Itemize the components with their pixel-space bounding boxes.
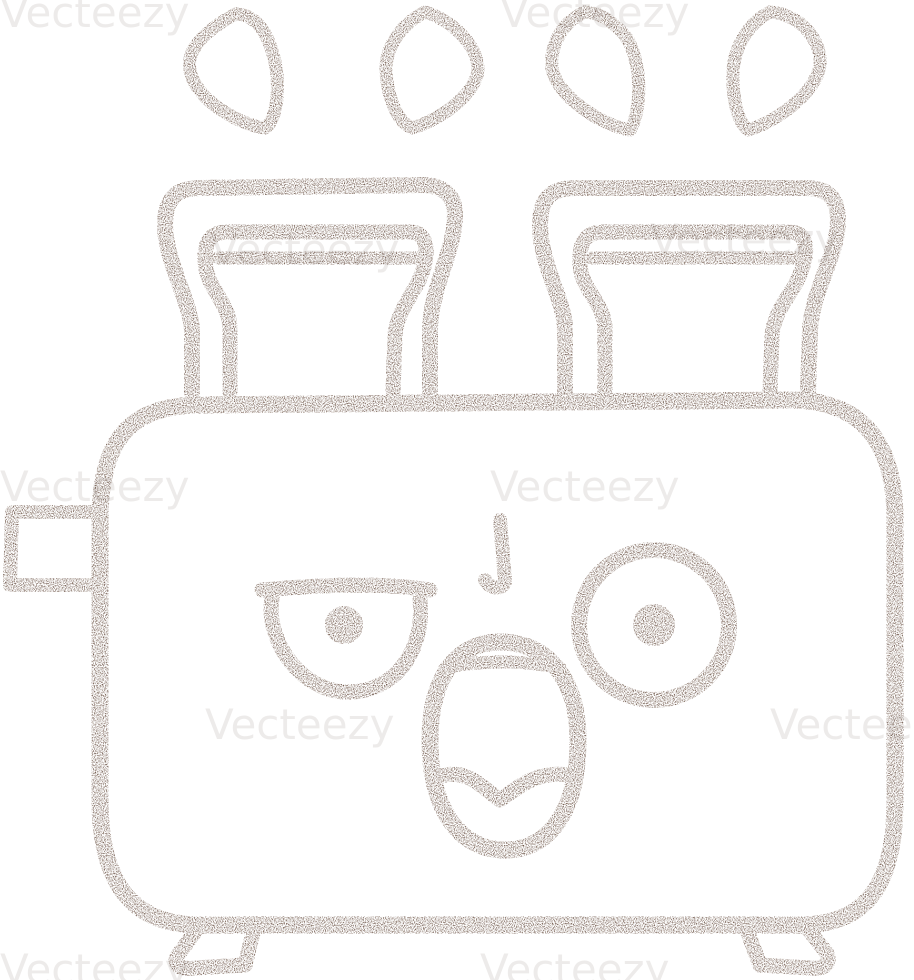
left-slot-outer (157, 177, 463, 400)
steam-drop-1 (183, 7, 284, 135)
left-foot (168, 917, 263, 976)
toaster-lever (3, 505, 107, 592)
steam-drop-2 (379, 5, 485, 135)
steam-drop-3 (545, 5, 646, 137)
left-toast (197, 224, 434, 400)
exclamation-mark (478, 513, 512, 595)
right-foot (737, 917, 836, 976)
left-eye (263, 590, 429, 700)
steam-drop-4 (726, 5, 827, 137)
right-eye (571, 542, 737, 708)
mouth-upper-teeth (438, 655, 567, 675)
left-eyebrow (254, 577, 438, 598)
mouth-tongue (437, 766, 576, 808)
right-pupil (633, 604, 675, 646)
right-slot-outer (532, 180, 846, 400)
right-toast (572, 224, 814, 400)
left-pupil (325, 606, 363, 644)
mouth (421, 633, 587, 859)
steam-drops (183, 5, 827, 137)
